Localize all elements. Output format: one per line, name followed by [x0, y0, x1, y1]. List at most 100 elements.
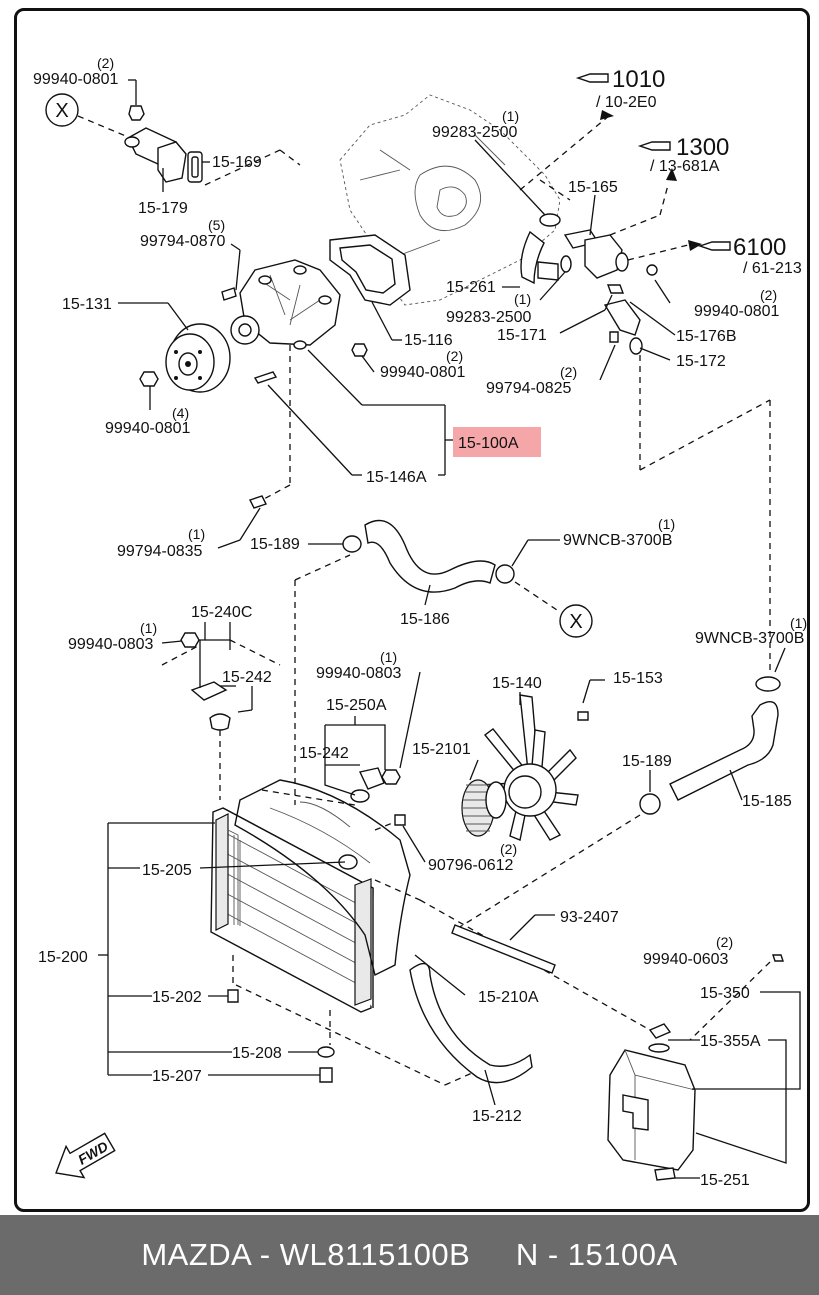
ref-1010-label: 1010	[612, 66, 665, 93]
qty-label: (1)	[188, 526, 205, 542]
drain-plug	[227, 989, 239, 1003]
qty-label: (1)	[790, 615, 807, 631]
highlight-box	[453, 427, 541, 457]
part-label-15-172: 15-172	[676, 353, 726, 370]
reference-marker-x-top	[45, 93, 79, 127]
overflow-hose	[451, 924, 556, 974]
qty-label: (2)	[446, 348, 463, 364]
part-label-15-205: 15-205	[142, 862, 192, 879]
reservoir-cap	[648, 1023, 672, 1039]
qty-label: (5)	[208, 217, 225, 233]
part-label-15-176b: 15-176B	[676, 328, 737, 345]
water-pump-group	[118, 234, 455, 501]
thermostat-housing	[584, 234, 623, 279]
nut-99940-0803-a	[180, 632, 200, 648]
part-label-99940-0801: 99940-0801	[694, 303, 780, 320]
thermostat-group	[474, 110, 771, 670]
part-label-99940-0801: 99940-0801	[33, 71, 119, 88]
reservoir-group	[607, 954, 801, 1181]
part-label-99940-0603: 99940-0603	[643, 951, 729, 968]
upper-hose-group: X	[217, 495, 593, 805]
parts-diagram: X	[33, 55, 807, 1189]
ref-6100-label: 6100	[733, 234, 786, 261]
part-label-15-165: 15-165	[568, 179, 618, 196]
pump-bolt	[221, 287, 237, 301]
part-label-15-208: 15-208	[232, 1045, 282, 1062]
ref-1300-sub: / 13-681A	[650, 158, 720, 175]
part-label-15-179: 15-179	[138, 200, 188, 217]
pulley-nut	[139, 371, 159, 387]
mount-bracket-a	[190, 681, 228, 701]
part-label-93-2407: 93-2407	[560, 909, 619, 926]
bolt-90796-0612	[394, 814, 406, 826]
part-label-15-242: 15-242	[222, 669, 272, 686]
part-label-9wncb-3700b: 9WNCB-3700B	[695, 630, 804, 647]
part-label-99940-0803: 99940-0803	[316, 665, 402, 682]
ref-1010: 1010 / 10-2E0	[575, 66, 665, 111]
forward-arrow: FWD	[55, 1132, 116, 1179]
mount-cushion-a	[209, 713, 231, 731]
water-outlet-group: X	[45, 79, 301, 192]
pump-nut	[351, 343, 368, 357]
bypass-hose	[520, 230, 545, 285]
part-label-15-242: 15-242	[299, 745, 349, 762]
ref-6100: 6100 / 61-213	[697, 234, 802, 277]
reference-marker-x-mid	[559, 604, 593, 638]
bolt-99940-0603	[772, 954, 784, 962]
nut-99940-0803-b	[381, 769, 401, 785]
qty-label: (2)	[97, 55, 114, 71]
part-label-15-171: 15-171	[497, 327, 547, 344]
part-label-15-186: 15-186	[400, 611, 450, 628]
part-label-15-210a: 15-210A	[478, 989, 539, 1006]
part-label-15-146a: 15-146A	[366, 469, 427, 486]
part-label-15-100a: 15-100A	[458, 435, 519, 452]
part-label-15-240c: 15-240C	[191, 604, 252, 621]
part-label-15-251: 15-251	[700, 1172, 750, 1189]
mount-cushion-b	[350, 789, 370, 803]
radiator-mount-right	[261, 671, 421, 806]
qty-label: (1)	[658, 516, 675, 532]
ref-1010-sub: / 10-2E0	[596, 94, 657, 111]
upper-hose	[364, 519, 496, 593]
part-label-99283-2500: 99283-2500	[446, 309, 532, 326]
part-label-15-261: 15-261	[446, 279, 496, 296]
reservoir-bracket	[654, 1167, 676, 1181]
pointer-hand-icon	[697, 241, 731, 251]
pump-stud	[253, 371, 278, 384]
qty-label: (2)	[500, 841, 517, 857]
lower-hose	[669, 701, 779, 801]
ref-1300: 1300 / 13-681A	[637, 134, 729, 175]
part-label-15-202: 15-202	[152, 989, 202, 1006]
pointer-hand-icon	[637, 141, 671, 151]
drain-o-ring	[317, 1046, 335, 1058]
part-label-99794-0825: 99794-0825	[486, 380, 572, 397]
qty-label: (2)	[560, 364, 577, 380]
part-label-15-169: 15-169	[212, 154, 262, 171]
lower-hose-group	[454, 647, 786, 931]
part-label-15-189: 15-189	[250, 536, 300, 553]
mount-bracket-b	[358, 767, 385, 790]
radiator-mount-left	[161, 622, 281, 800]
bolt-99794-0835	[249, 495, 267, 509]
part-label-15-116: 15-116	[404, 332, 453, 349]
part-number-caption: MAZDA - WL8115100B N - 15100A	[141, 1237, 678, 1272]
part-label-15-2101: 15-2101	[412, 741, 471, 758]
marker-x-mid: X	[569, 611, 582, 633]
upper-hose-clamp-b	[495, 564, 515, 584]
part-label-99940-0801: 99940-0801	[380, 364, 466, 381]
part-label-15-200: 15-200	[38, 949, 88, 966]
radiator-group	[98, 779, 651, 1086]
qty-label: (1)	[502, 108, 519, 124]
qty-label: (1)	[140, 620, 157, 636]
marker-x-top: X	[55, 100, 68, 122]
part-label-99283-2500: 99283-2500	[432, 124, 518, 141]
fan-clutch	[461, 779, 507, 837]
pointer-hand-icon	[575, 73, 609, 83]
part-label-99794-0870: 99794-0870	[140, 233, 226, 250]
qty-label: (4)	[172, 405, 189, 421]
deflector-group	[409, 954, 533, 1106]
part-label-15-350: 15-350	[700, 985, 750, 1002]
qty-label: (1)	[514, 291, 531, 307]
part-label-15-153: 15-153	[613, 670, 663, 687]
thermostat	[603, 299, 641, 336]
